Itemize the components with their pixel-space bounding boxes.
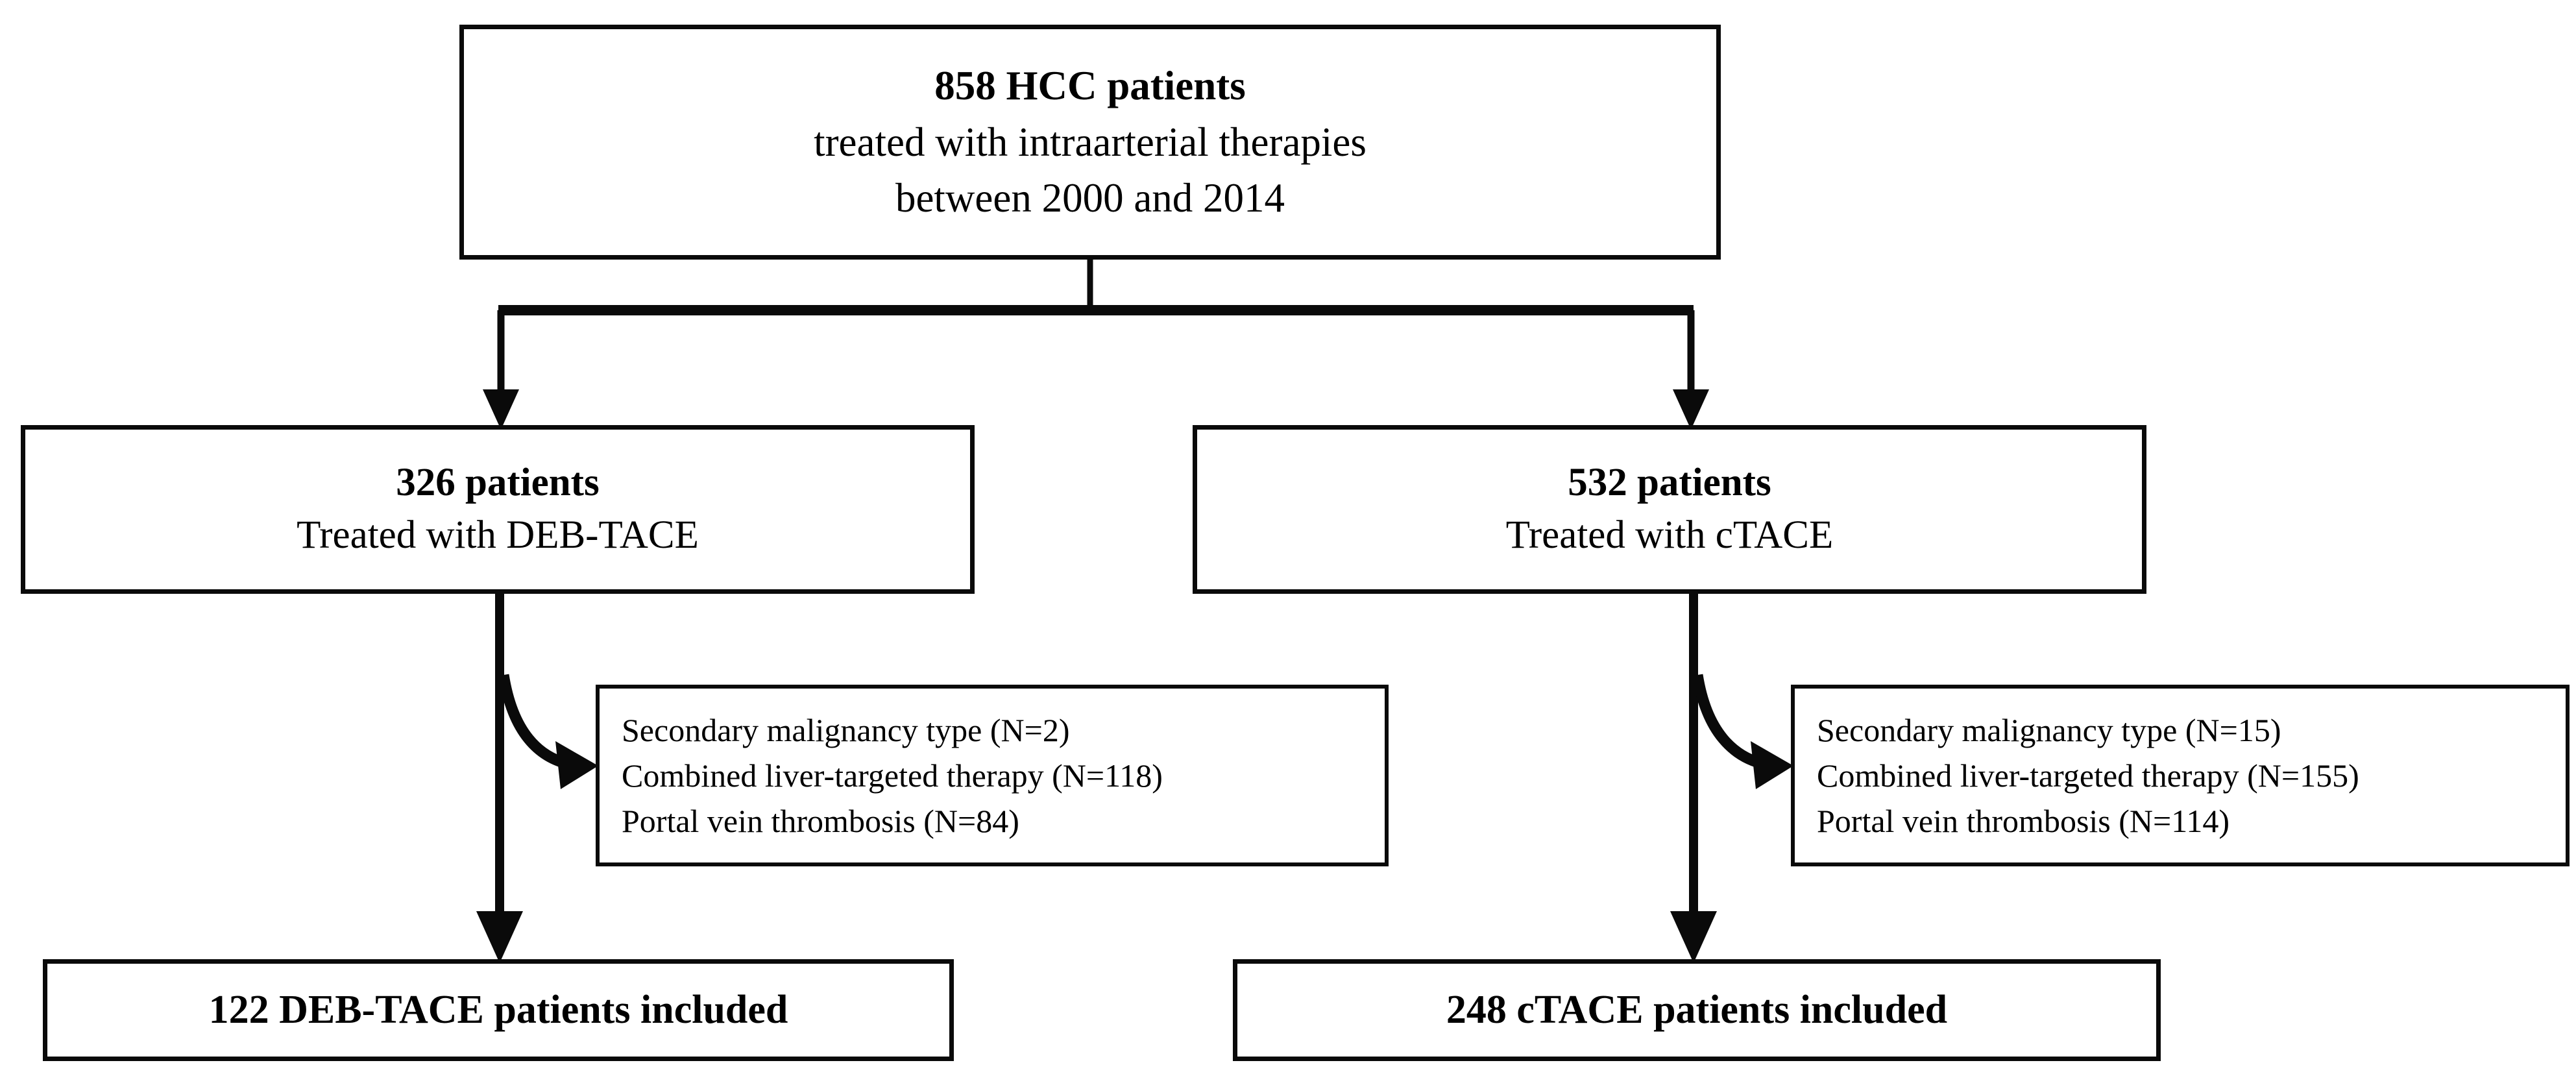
deb-exclusion-2: Combined liver-targeted therapy (N=118) — [622, 757, 1163, 794]
node-ctace-arm: 532 patients Treated with cTACE — [1193, 425, 2146, 594]
deb-exclusion-1: Secondary malignancy type (N=2) — [622, 712, 1070, 748]
cohort-line-2: treated with intraarterial therapies — [814, 119, 1367, 165]
arrowhead-deb-exclusion — [555, 741, 598, 789]
ctace-arm-count: 532 patients — [1568, 461, 1771, 505]
deb-final-label: 122 DEB-TACE patients included — [208, 987, 788, 1032]
deb-arm-count: 326 patients — [396, 461, 600, 505]
ctace-exclusion-1: Secondary malignancy type (N=15) — [1817, 712, 2281, 748]
node-deb-exclusions: Secondary malignancy type (N=2) Combined… — [596, 685, 1389, 866]
arrowhead-split-to-deb — [483, 389, 519, 430]
deb-exclusion-3: Portal vein thrombosis (N=84) — [622, 803, 1019, 839]
node-ctace-exclusions: Secondary malignancy type (N=15) Combine… — [1791, 685, 2570, 866]
node-ctace-final: 248 cTACE patients included — [1233, 959, 2161, 1061]
node-deb-final: 122 DEB-TACE patients included — [43, 959, 954, 1061]
cohort-line-1: 858 HCC patients — [934, 62, 1246, 108]
ctace-exclusion-2: Combined liver-targeted therapy (N=155) — [1817, 757, 2359, 794]
ctace-arm-treatment: Treated with cTACE — [1505, 513, 1834, 557]
arrowhead-deb-final — [476, 911, 523, 963]
arrowhead-ctace-final — [1670, 911, 1717, 963]
ctace-exclusion-3: Portal vein thrombosis (N=114) — [1817, 803, 2230, 839]
ctace-final-label: 248 cTACE patients included — [1446, 987, 1948, 1032]
arrowhead-ctace-exclusion — [1751, 741, 1793, 789]
cohort-line-3: between 2000 and 2014 — [895, 175, 1285, 221]
arrowhead-split-to-ctace — [1673, 389, 1709, 430]
node-cohort: 858 HCC patients treated with intraarter… — [459, 25, 1721, 260]
deb-arm-treatment: Treated with DEB-TACE — [297, 513, 699, 557]
node-deb-tace-arm: 326 patients Treated with DEB-TACE — [21, 425, 975, 594]
